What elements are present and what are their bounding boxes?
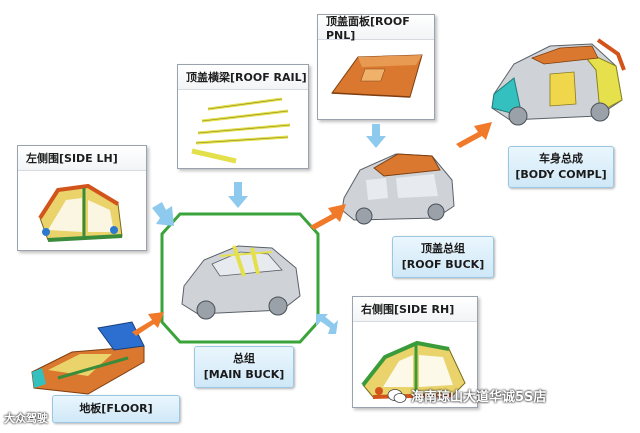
floor-illustration	[28, 318, 148, 396]
body-compl-label-line2: [BODY COMPL]	[515, 168, 607, 181]
watermark-left-text: 大众驾驶	[4, 412, 48, 425]
watermark-left: 大众驾驶	[4, 410, 48, 426]
floor-label: 地板[FLOOR]	[52, 395, 180, 423]
arrow-roof-buck-to-body-compl	[454, 118, 494, 150]
body-compl-illustration	[488, 30, 628, 134]
side-rh-illustration	[353, 321, 477, 407]
main-buck-label: 总组 [MAIN BUCK]	[194, 346, 294, 388]
body-compl-label: 车身总成 [BODY COMPL]	[508, 146, 614, 188]
roof-rail-panel: 顶盖横梁[ROOF RAIL]	[177, 64, 309, 169]
roof-buck-label-line2: [ROOF BUCK]	[401, 258, 485, 271]
side-lh-illustration	[18, 170, 146, 250]
chat-bubble-icon	[387, 388, 407, 403]
main-buck-frame	[160, 212, 320, 344]
roof-buck-label: 顶盖总组 [ROOF BUCK]	[392, 236, 494, 278]
arrow-roof-rail-to-main	[228, 182, 248, 210]
roof-pnl-title: 顶盖面板[ROOF PNL]	[318, 15, 434, 42]
arrow-side-rh-to-main	[314, 312, 340, 336]
arrow-main-to-roof-buck	[308, 200, 348, 232]
roof-rail-title: 顶盖横梁[ROOF RAIL]	[178, 65, 308, 90]
roof-rail-illustration	[178, 89, 308, 168]
roof-buck-label-line1: 顶盖总组	[421, 242, 465, 255]
floor-label-text: 地板[FLOOR]	[79, 402, 153, 415]
main-buck-label-line1: 总组	[233, 352, 255, 365]
side-lh-panel: 左侧围[SIDE LH]	[17, 145, 147, 251]
roof-pnl-panel: 顶盖面板[ROOF PNL]	[317, 14, 435, 120]
roof-pnl-illustration	[318, 39, 434, 119]
side-rh-panel: 右侧围[SIDE RH]	[352, 296, 478, 408]
arrow-floor-to-main	[130, 308, 166, 338]
roof-buck-illustration	[338, 140, 458, 232]
arrow-side-lh-to-main	[148, 200, 178, 230]
watermark-right: 海南琼山大道华诚5S店	[387, 386, 546, 405]
side-lh-title: 左侧围[SIDE LH]	[18, 146, 146, 171]
side-rh-title: 右侧围[SIDE RH]	[353, 297, 477, 322]
watermark-right-text: 海南琼山大道华诚5S店	[411, 390, 547, 405]
body-compl-label-line1: 车身总成	[539, 152, 583, 165]
arrow-roof-pnl-to-roof-buck	[366, 124, 386, 150]
main-buck-label-line2: [MAIN BUCK]	[203, 368, 285, 381]
